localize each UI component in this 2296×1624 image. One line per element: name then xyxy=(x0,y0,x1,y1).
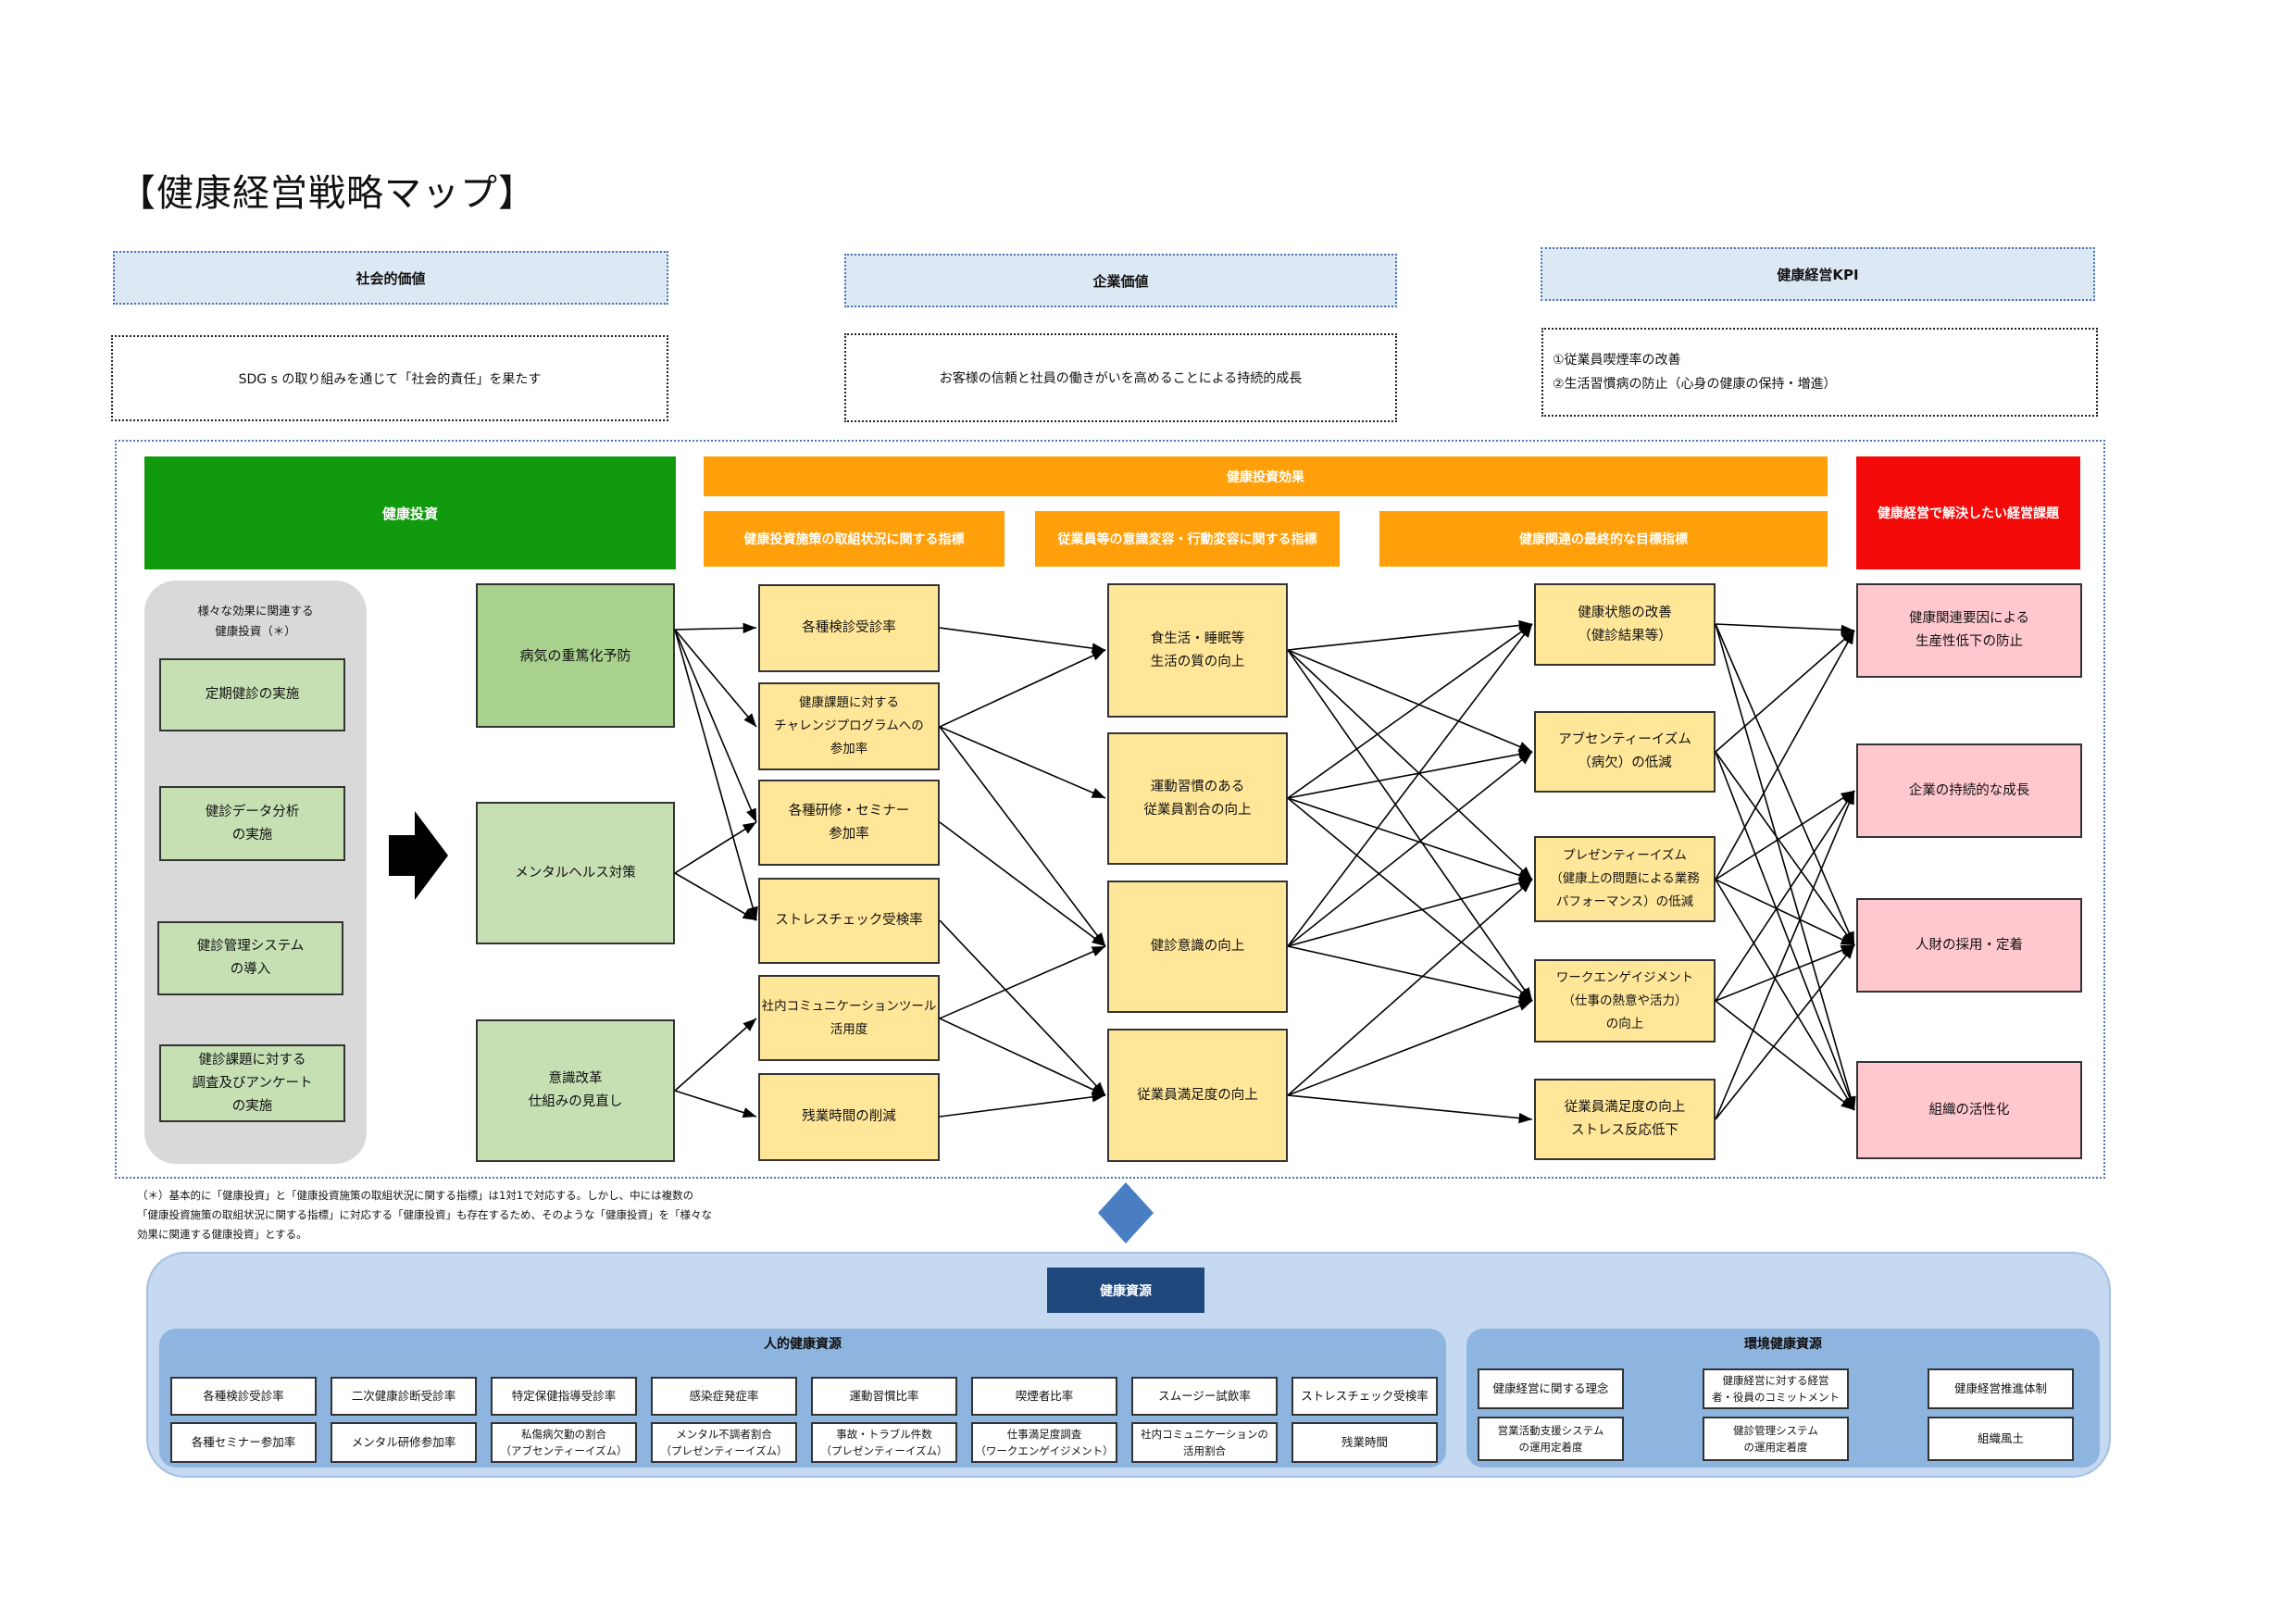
kpi-item: ①従業員喫煙率の改善 xyxy=(1553,353,1681,368)
investment-box: メンタルヘルス対策 xyxy=(476,802,675,944)
social-value-header: 社会的価値 xyxy=(113,251,668,305)
human-resources-header: 人的健康資源 xyxy=(764,1337,842,1352)
investment-header: 健康投資 xyxy=(144,456,676,569)
outcome-box: プレゼンティーイズム （健康上の問題による業務 パフォーマンス）の低減 xyxy=(1534,836,1716,922)
human-resource-cell: ストレスチェック受検率 xyxy=(1292,1377,1438,1416)
footnote: （＊）基本的に「健康投資」と「健康投資施策の取組状況に関する指標」は1対1で対応… xyxy=(137,1189,712,1241)
social-value-text: SDG s の取り組みを通じて「社会的責任」を果たす xyxy=(111,335,668,421)
human-resource-cell: 社内コミュニケーションの 活用割合 xyxy=(1131,1422,1278,1463)
human-resource-cell: 残業時間 xyxy=(1292,1422,1438,1463)
various-investment-label: 様々な効果に関連する 健康投資（＊） xyxy=(197,604,314,638)
various-item: 健診管理システム の導入 xyxy=(157,921,343,995)
measure-box: 各種研修・セミナー 参加率 xyxy=(758,780,940,866)
outcome-box: ワークエンゲイジメント （仕事の熱意や活力） の向上 xyxy=(1534,959,1716,1043)
various-item: 健診データ分析 の実施 xyxy=(159,786,345,861)
kpi-list: ①従業員喫煙率の改善 ②生活習慣病の防止（心身の健康の保持・増進） xyxy=(1541,328,2098,417)
env-resource-cell: 健康経営に関する理念 xyxy=(1478,1368,1624,1409)
human-resource-cell: メンタル研修参加率 xyxy=(331,1422,477,1463)
corporate-value-header: 企業価値 xyxy=(844,254,1397,307)
outcome-box: 従業員満足度の向上 ストレス反応低下 xyxy=(1534,1079,1716,1160)
human-resource-cell: 事故・トラブル件数 （プレゼンティーイズム） xyxy=(811,1422,957,1463)
behavior-box: 運動習慣のある 従業員割合の向上 xyxy=(1107,732,1288,865)
behavior-box: 食生活・睡眠等 生活の質の向上 xyxy=(1107,583,1288,718)
effect-header: 健康投資効果 xyxy=(704,456,1828,496)
human-resource-cell: 私傷病欠勤の割合 （アブセンティーイズム） xyxy=(491,1422,637,1463)
human-resource-cell: メンタル不調者割合 （プレゼンティーイズム） xyxy=(651,1422,797,1463)
env-resource-cell: 健康経営推進体制 xyxy=(1928,1368,2074,1409)
strategy-map-frame xyxy=(115,440,2105,1179)
investment-box: 意識改革 仕組みの見直し xyxy=(476,1019,675,1162)
kpi-item: ②生活習慣病の防止（心身の健康の保持・増進） xyxy=(1553,377,1837,392)
measure-box: 社内コミュニケーションツール 活用度 xyxy=(758,975,940,1061)
issue-box: 健康関連要因による 生産性低下の防止 xyxy=(1856,583,2082,678)
measure-col-header: 健康投資施策の取組状況に関する指標 xyxy=(704,511,1004,567)
env-resource-cell: 健診管理システム の運用定着度 xyxy=(1703,1417,1849,1461)
issue-box: 組織の活性化 xyxy=(1856,1061,2082,1159)
investment-box: 病気の重篤化予防 xyxy=(476,583,675,728)
measure-box: ストレスチェック受検率 xyxy=(758,878,940,964)
human-resource-cell: 運動習慣比率 xyxy=(811,1377,957,1416)
human-resource-cell: 各種セミナー参加率 xyxy=(170,1422,317,1463)
page-title: 【健康経営戦略マップ】 xyxy=(119,172,536,215)
issue-box: 人財の採用・定着 xyxy=(1856,898,2082,993)
various-item: 健診課題に対する 調査及びアンケート の実施 xyxy=(159,1044,345,1122)
behavior-box: 従業員満足度の向上 xyxy=(1107,1029,1288,1162)
outcome-col-header: 健康関連の最終的な目標指標 xyxy=(1379,511,1828,567)
outcome-box: アブセンティーイズム （病欠）の低減 xyxy=(1534,711,1716,793)
corporate-value-text: お客様の信頼と社員の働きがいを高めることによる持続的成長 xyxy=(844,333,1397,422)
various-item: 定期健診の実施 xyxy=(159,658,345,731)
kpi-header: 健康経営KPI xyxy=(1541,247,2095,301)
human-resource-cell: 各種検診受診率 xyxy=(170,1377,317,1416)
issue-header: 健康経営で解決したい経営課題 xyxy=(1856,456,2080,569)
human-resource-cell: 二次健康診断受診率 xyxy=(331,1377,477,1416)
human-resource-cell: スムージー試飲率 xyxy=(1131,1377,1278,1416)
behavior-col-header: 従業員等の意識変容・行動変容に関する指標 xyxy=(1035,511,1340,567)
env-resource-cell: 営業活動支援システム の運用定着度 xyxy=(1478,1417,1624,1461)
behavior-box: 健診意識の向上 xyxy=(1107,881,1288,1013)
issue-box: 企業の持続的な成長 xyxy=(1856,743,2082,838)
env-resource-cell: 健康経営に対する経営 者・役員のコミットメント xyxy=(1703,1368,1849,1409)
diamond-icon xyxy=(1098,1182,1154,1243)
measure-box: 健康課題に対する チャレンジプログラムへの 参加率 xyxy=(758,682,940,770)
measure-box: 各種検診受診率 xyxy=(758,584,940,672)
human-resource-cell: 喫煙者比率 xyxy=(971,1377,1117,1416)
outcome-box: 健康状態の改善 （健診結果等） xyxy=(1534,583,1716,666)
health-resources-header: 健康資源 xyxy=(1047,1268,1204,1313)
human-resource-cell: 特定保健指導受診率 xyxy=(491,1377,637,1416)
human-resource-cell: 感染症発症率 xyxy=(651,1377,797,1416)
env-resource-cell: 組織風土 xyxy=(1928,1417,2074,1461)
measure-box: 残業時間の削減 xyxy=(758,1073,940,1161)
env-resources-header: 環境健康資源 xyxy=(1744,1337,1822,1352)
human-resource-cell: 仕事満足度調査 （ワークエンゲイジメント） xyxy=(971,1422,1117,1463)
